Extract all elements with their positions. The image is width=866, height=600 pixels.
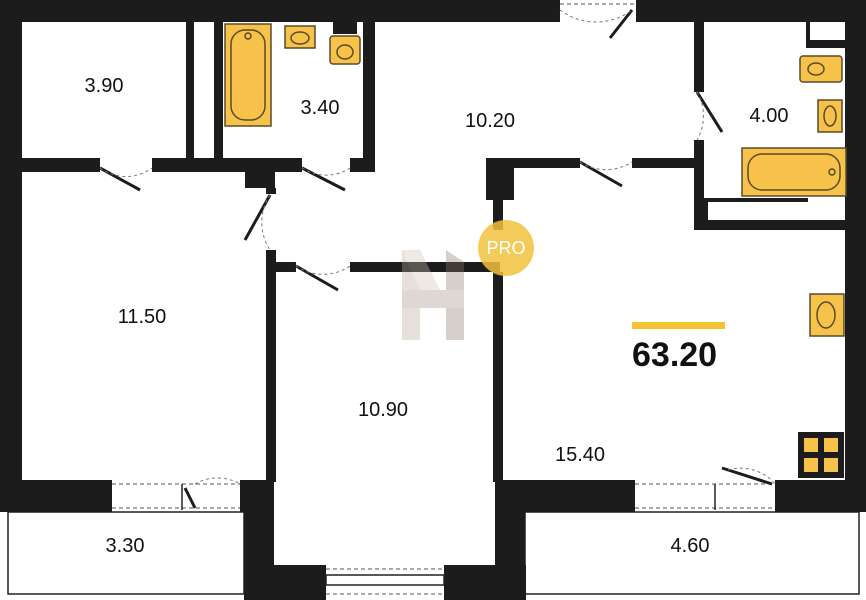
toilet-icon — [799, 55, 843, 83]
windows — [112, 3, 775, 595]
bathtub-icon — [224, 23, 272, 127]
doors — [99, 9, 773, 509]
room-area-label: 4.00 — [749, 105, 789, 127]
room-area-label: 3.30 — [105, 535, 145, 557]
room-area-label: 3.40 — [300, 97, 340, 119]
door-swings — [99, 9, 776, 485]
room-area-label: 10.20 — [464, 110, 516, 132]
room-area-label: 3.90 — [84, 75, 124, 97]
stove-icon — [798, 432, 844, 478]
total-area-value: 63.20 — [632, 336, 718, 374]
window-frames — [181, 484, 716, 586]
pro-badge: PRO — [478, 220, 534, 276]
sink-icon — [284, 25, 316, 49]
sink-icon — [809, 293, 845, 337]
room-area-label: 15.40 — [554, 444, 606, 466]
room-area-label: 10.90 — [357, 399, 409, 421]
bathtub-icon — [741, 147, 847, 197]
sink-icon — [817, 99, 843, 133]
room-area-label: 4.60 — [670, 535, 710, 557]
watermark-logo-icon — [402, 250, 464, 340]
total-area-accent-bar — [632, 322, 725, 329]
toilet-icon — [329, 22, 361, 65]
room-area-label: 11.50 — [117, 306, 167, 328]
